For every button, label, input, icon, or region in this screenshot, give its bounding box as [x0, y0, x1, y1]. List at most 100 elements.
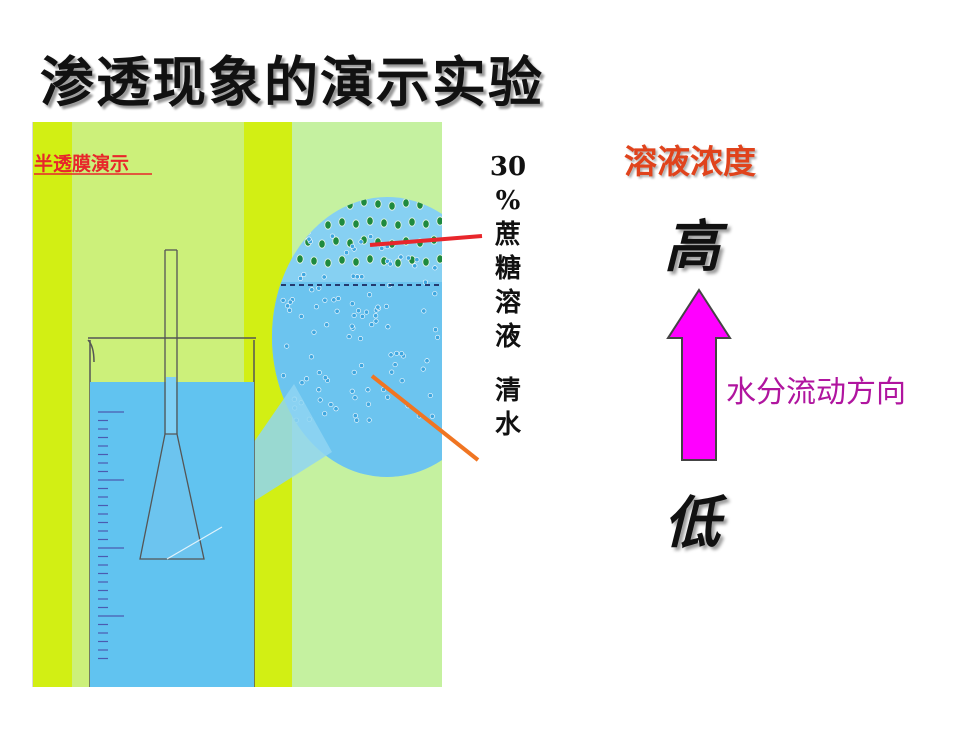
- water-bead: [432, 265, 438, 271]
- sucrose-bead: [394, 258, 402, 268]
- sucrose-bead: [380, 218, 388, 228]
- water-bead: [306, 236, 312, 242]
- water-bead: [366, 417, 372, 423]
- slide-title: 渗透现象的演示实验: [40, 51, 544, 114]
- water-bead: [349, 301, 355, 307]
- sucrose-bead: [422, 219, 430, 229]
- sucrose-bead: [366, 216, 374, 226]
- water-bead: [311, 329, 317, 335]
- water-bead: [317, 397, 323, 403]
- sugar-pointer-line: [369, 234, 483, 247]
- water-bead: [313, 304, 319, 310]
- water-bead: [375, 304, 381, 310]
- thistle-funnel: [139, 433, 205, 560]
- water-bead: [352, 413, 358, 419]
- water-bead: [299, 380, 305, 386]
- water-bead: [351, 369, 357, 375]
- water-bead: [287, 307, 293, 313]
- water-bead: [368, 234, 374, 240]
- water-bead: [412, 263, 418, 269]
- sugar-label-char: 液: [494, 322, 521, 352]
- sucrose-bead: [394, 220, 402, 230]
- sucrose-bead: [436, 216, 442, 226]
- up-arrow-icon: [666, 288, 732, 461]
- sucrose-bead: [296, 254, 304, 264]
- water-bead: [359, 313, 365, 319]
- sucrose-bead: [422, 257, 430, 267]
- water-bead: [387, 261, 393, 267]
- water-bead: [280, 297, 286, 303]
- water-bead: [322, 411, 328, 417]
- water-label-char: 清: [494, 376, 521, 406]
- water-bead: [346, 334, 352, 340]
- water-bead: [287, 299, 293, 305]
- water-bead: [385, 324, 391, 330]
- water-bead: [369, 322, 375, 328]
- water-bead: [399, 351, 405, 357]
- water-bead: [321, 274, 327, 280]
- sugar-solution-label: 30% 蔗糖溶液: [488, 150, 528, 354]
- sucrose-bead: [352, 219, 360, 229]
- water-bead: [280, 373, 286, 379]
- water-molecules: [280, 229, 441, 423]
- water-bead: [357, 336, 363, 342]
- water-bead: [349, 323, 355, 329]
- water-bead: [429, 413, 435, 419]
- sugar-label-char: %: [495, 186, 521, 216]
- water-bead: [355, 308, 361, 314]
- water-bead: [435, 334, 441, 340]
- water-bead: [432, 327, 438, 333]
- sucrose-bead: [436, 254, 442, 264]
- low-label: 低: [664, 491, 720, 556]
- water-bead: [301, 272, 307, 278]
- water-bead: [432, 291, 438, 297]
- water-bead: [329, 233, 335, 239]
- water-bead: [392, 362, 398, 368]
- water-bead: [351, 313, 357, 319]
- water-bead: [421, 308, 427, 314]
- water-bead: [331, 297, 337, 303]
- water-bead: [373, 313, 379, 319]
- sugar-label-char: 糖: [494, 254, 521, 284]
- water-bead: [309, 287, 315, 293]
- water-bead: [365, 387, 371, 393]
- water-bead: [365, 401, 371, 407]
- water-bead: [316, 370, 322, 376]
- water-bead: [335, 296, 341, 302]
- water-bead: [420, 366, 426, 372]
- water-bead: [352, 395, 358, 401]
- water-bead: [349, 243, 355, 249]
- high-label: 高: [664, 215, 720, 280]
- water-bead: [333, 406, 339, 412]
- sucrose-bead: [318, 239, 326, 249]
- sugar-label-char: 溶: [494, 288, 521, 318]
- water-bead: [285, 303, 291, 309]
- water-bead: [322, 375, 328, 381]
- water-bead: [359, 363, 365, 369]
- water-bead: [373, 318, 379, 324]
- water-bead: [398, 254, 404, 260]
- water-bead: [385, 394, 391, 400]
- water-bead: [394, 350, 400, 356]
- water-pointer-line: [370, 374, 480, 462]
- water-bead: [316, 387, 322, 393]
- sucrose-bead: [352, 257, 360, 267]
- water-bead: [328, 401, 334, 407]
- sucrose-bead: [408, 217, 416, 227]
- water-bead: [414, 257, 420, 263]
- sucrose-bead: [332, 236, 340, 246]
- water-bead: [358, 239, 364, 245]
- concentration-title: 溶液浓度: [624, 142, 756, 181]
- water-bead: [354, 417, 360, 423]
- osmosis-demo-image: 半透膜演示: [32, 122, 442, 687]
- sucrose-bead: [324, 220, 332, 230]
- sucrose-bead: [324, 258, 332, 268]
- water-bead: [383, 303, 389, 309]
- sugar-label-char: 蔗: [494, 220, 521, 250]
- water-bead: [363, 309, 369, 315]
- sugar-label-char: 30: [489, 152, 527, 182]
- water-bead: [343, 250, 349, 256]
- water-bead: [388, 352, 394, 358]
- water-bead: [389, 369, 395, 375]
- water-bead: [379, 245, 385, 251]
